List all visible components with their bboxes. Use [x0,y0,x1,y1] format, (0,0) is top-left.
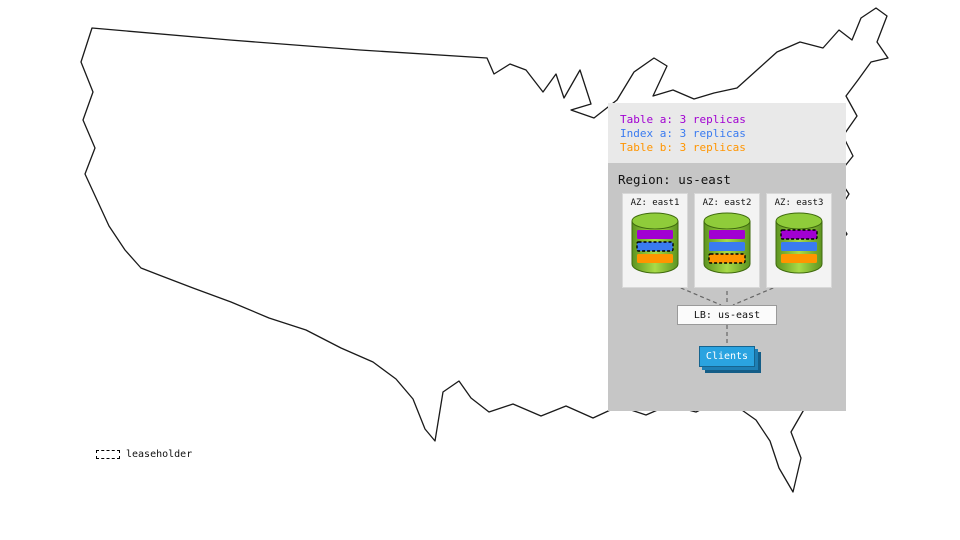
az-east2: AZ: east2 [694,193,760,288]
leaseholder-swatch-icon [96,450,120,459]
index-a-replica [781,242,817,251]
leaseholder-legend: leaseholder [96,449,192,460]
table-a-replica-leaseholder [780,229,818,240]
az-east1: AZ: east1 [622,193,688,288]
az-label: AZ: east3 [774,198,824,208]
clients-box: Clients [699,346,755,367]
replica-legend: Table a: 3 replicas Index a: 3 replicas … [608,103,846,161]
legend-table-b: Table b: 3 replicas [620,141,746,154]
az-label: AZ: east2 [702,198,752,208]
az-label: AZ: east1 [630,198,680,208]
region-box: Region: us-east AZ: east1 AZ: east2 [608,163,846,411]
database-cylinder-icon [631,212,679,274]
index-a-replica [709,242,745,251]
az-row: AZ: east1 AZ: east2 AZ: east3 [622,193,832,288]
table-b-replica-leaseholder [708,253,746,264]
index-a-replica-leaseholder [636,241,674,252]
az-east3: AZ: east3 [766,193,832,288]
database-cylinder-icon [775,212,823,274]
table-a-replica [709,230,745,239]
topology-panel: Table a: 3 replicas Index a: 3 replicas … [608,103,846,411]
legend-index-a: Index a: 3 replicas [620,127,746,140]
leaseholder-legend-label: leaseholder [126,449,193,460]
legend-table-a: Table a: 3 replicas [620,113,746,126]
table-b-replica [781,254,817,263]
database-cylinder-icon [703,212,751,274]
load-balancer-box: LB: us-east [677,305,777,325]
table-b-replica [637,254,673,263]
table-a-replica [637,230,673,239]
region-label: Region: us-east [618,172,731,187]
